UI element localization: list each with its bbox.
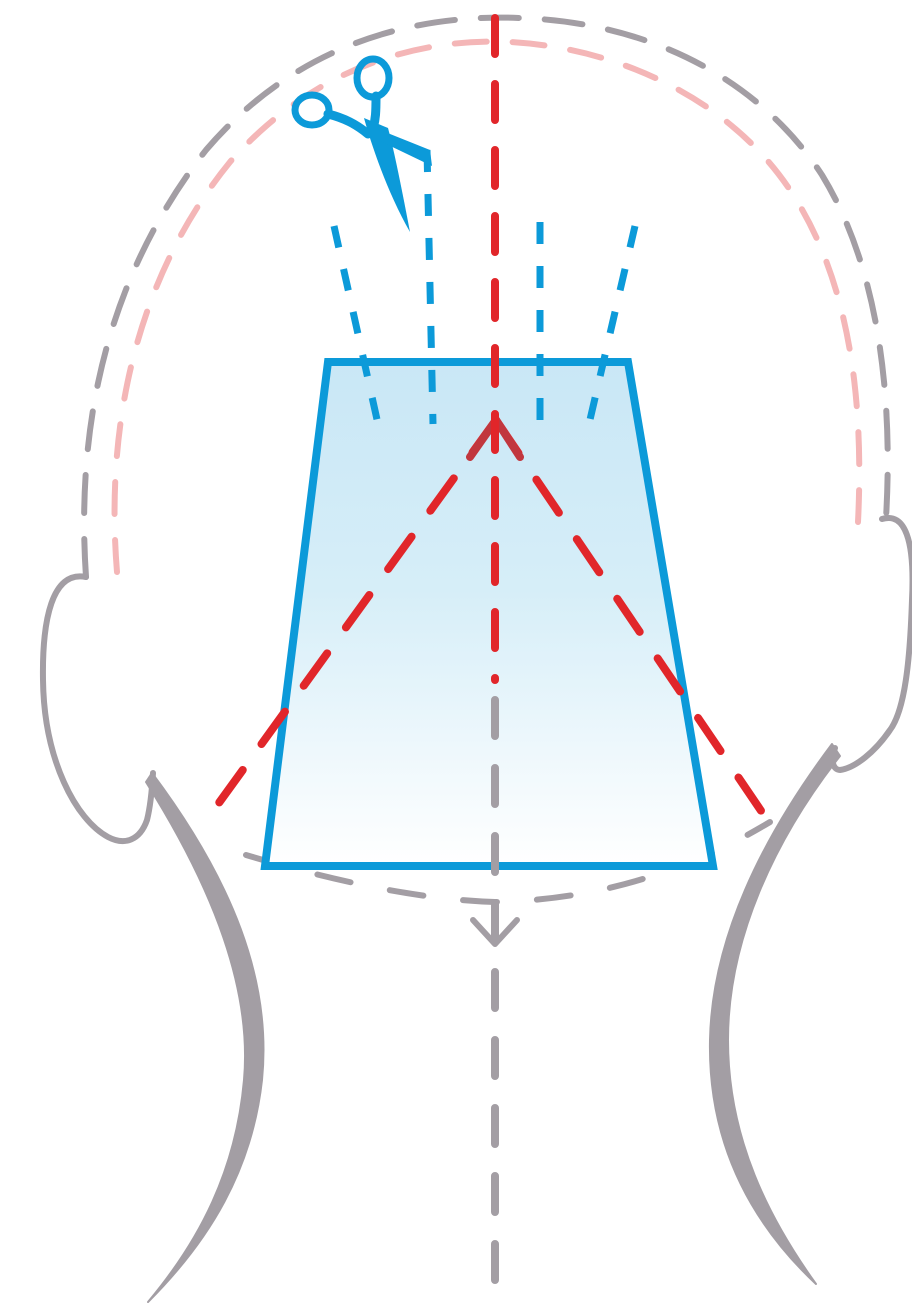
pattern-piece xyxy=(265,362,713,866)
left-side-panel xyxy=(43,576,264,1302)
left-panel-outline xyxy=(43,576,153,841)
right-panel-swoosh xyxy=(710,744,840,1284)
scissors-icon xyxy=(295,59,432,232)
right-side-panel xyxy=(710,518,912,1284)
right-panel-outline xyxy=(833,518,912,770)
